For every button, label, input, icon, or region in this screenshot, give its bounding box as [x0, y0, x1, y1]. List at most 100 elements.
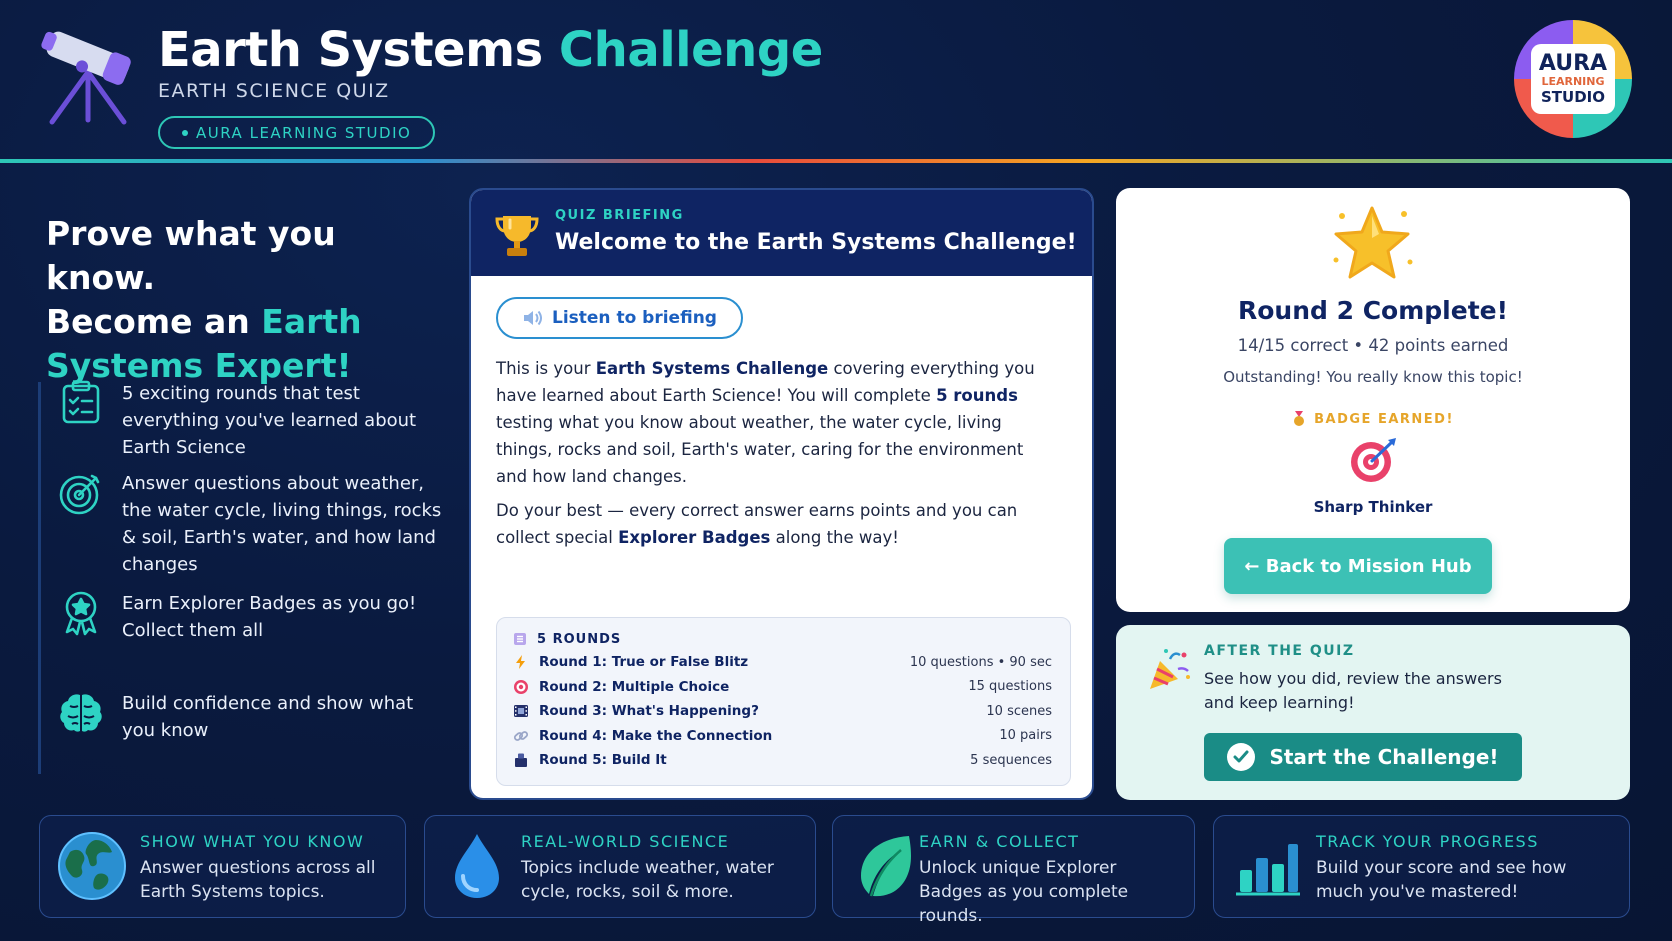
round-name: Round 3: What's Happening?	[539, 703, 759, 720]
listen-label: Listen to briefing	[552, 308, 717, 328]
text-run-bold: Explorer Badges	[618, 528, 771, 547]
round-row: Round 1: True or False Blitz 10 question…	[513, 650, 1052, 675]
result-message: Outstanding! You really know this topic!	[1223, 368, 1523, 386]
medal-icon	[1294, 411, 1305, 426]
feature-item: 5 exciting rounds that test everything y…	[58, 380, 448, 461]
tile-kicker: REAL-WORLD SCIENCE	[521, 832, 730, 851]
start-challenge-button[interactable]: Start the Challenge!	[1204, 733, 1522, 781]
speaker-icon	[524, 310, 542, 326]
header: Earth Systems Challenge EARTH SCIENCE QU…	[0, 0, 1672, 162]
title-primary: Earth Systems	[158, 22, 543, 78]
briefing-title: Welcome to the Earth Systems Challenge!	[555, 230, 1077, 255]
brain-icon	[60, 694, 102, 732]
round-result-card: Round 2 Complete! 14/15 correct • 42 poi…	[1116, 188, 1630, 612]
tile-text: Build your score and see how much you've…	[1316, 858, 1567, 902]
party-popper-icon	[1150, 649, 1190, 689]
tile-text: Unlock unique Explorer Badges as you com…	[919, 858, 1129, 926]
after-quiz-kicker: AFTER THE QUIZ	[1204, 643, 1355, 659]
after-quiz-card: AFTER THE QUIZ See how you did, review t…	[1116, 625, 1630, 800]
text-run: along the way!	[770, 528, 899, 547]
back-to-mission-hub-button[interactable]: ← Back to Mission Hub	[1224, 538, 1492, 594]
title-accent: Challenge	[558, 22, 823, 78]
feature-text: Answer questions about weather, the wate…	[122, 473, 442, 575]
lightning-icon	[516, 655, 525, 670]
listen-to-briefing-button[interactable]: Listen to briefing	[496, 297, 743, 339]
telescope-icon	[41, 31, 131, 125]
round-detail: 10 pairs	[999, 728, 1052, 744]
clipboard-checklist-icon	[62, 380, 100, 424]
link-icon	[513, 730, 529, 741]
star-icon	[1333, 206, 1413, 279]
feature-item: Answer questions about weather, the wate…	[58, 470, 448, 578]
round-row: Round 3: What's Happening? 10 scenes	[513, 699, 1052, 724]
globe-icon	[58, 832, 126, 900]
feature-text: 5 exciting rounds that test everything y…	[122, 383, 417, 458]
page-title: Earth Systems Challenge	[158, 22, 823, 78]
start-challenge-label: Start the Challenge!	[1269, 745, 1499, 769]
rounds-list: 5 ROUNDS Round 1: True or False Blitz 10…	[496, 617, 1071, 786]
logo-line-2: LEARNING	[1541, 75, 1605, 88]
round-detail: 10 scenes	[986, 703, 1052, 719]
water-drop-icon	[455, 834, 499, 898]
trophy-icon	[495, 216, 539, 256]
badge-name: Sharp Thinker	[1313, 498, 1433, 516]
brand-logo: AURA LEARNING STUDIO	[1514, 20, 1632, 138]
film-icon	[514, 705, 528, 718]
hero-line-2-accent: Earth	[261, 302, 362, 341]
text-run: This is your	[496, 359, 596, 378]
badge-earned-label: BADGE EARNED!	[1116, 411, 1630, 427]
hero-line-3: Systems Expert!	[46, 346, 352, 385]
quiz-briefing-card: QUIZ BRIEFING Welcome to the Earth Syste…	[469, 188, 1094, 800]
text-run-bold: 5 rounds	[936, 386, 1018, 405]
studio-pill-label: AURA LEARNING STUDIO	[196, 123, 412, 142]
hero-line-2: Become an Earth	[46, 300, 446, 344]
building-blocks-icon	[515, 753, 527, 768]
feature-divider	[38, 382, 41, 774]
rounds-header-label: 5 ROUNDS	[537, 631, 622, 647]
list-icon	[514, 633, 526, 645]
round-name: Round 1: True or False Blitz	[539, 654, 749, 671]
round-detail: 5 sequences	[970, 752, 1052, 768]
briefing-paragraph-1: This is your Earth Systems Challenge cov…	[496, 355, 1056, 490]
feature-item: Earn Explorer Badges as you go! Collect …	[58, 590, 448, 644]
briefing-paragraph-2: Do your best — every correct answer earn…	[496, 497, 1056, 551]
target-icon	[59, 474, 100, 515]
target-badge-icon	[1351, 438, 1396, 482]
hero-line-1: Prove what you know.	[46, 214, 336, 297]
award-ribbon-icon	[65, 591, 97, 636]
target-icon	[514, 679, 528, 694]
bar-chart-icon	[1236, 844, 1300, 896]
after-quiz-text: See how you did, review the answers and …	[1204, 669, 1502, 712]
tile-text: Topics include weather, water cycle, roc…	[521, 858, 774, 902]
hero-heading: Prove what you know. Become an Earth Sys…	[46, 212, 446, 388]
brand-logo-plate: AURA LEARNING STUDIO	[1531, 44, 1615, 114]
result-title: Round 2 Complete!	[1237, 296, 1509, 325]
page-subtitle: EARTH SCIENCE QUIZ	[158, 80, 390, 102]
feature-item: Build confidence and show what you know	[58, 690, 448, 744]
round-detail: 10 questions • 90 sec	[909, 654, 1052, 670]
text-run: Do your best — every correct answer earn…	[496, 501, 1018, 547]
rounds-header: 5 ROUNDS	[513, 628, 1052, 650]
tile-show-what-you-know: SHOW WHAT YOU KNOW Answer questions acro…	[39, 815, 406, 918]
feature-text: Earn Explorer Badges as you go! Collect …	[122, 593, 417, 641]
round-name: Round 4: Make the Connection	[539, 727, 773, 744]
logo-line-3: STUDIO	[1541, 88, 1605, 106]
leaf-icon	[861, 836, 911, 897]
round-name: Round 2: Multiple Choice	[539, 678, 730, 695]
briefing-kicker: QUIZ BRIEFING	[555, 208, 684, 223]
tile-kicker: EARN & COLLECT	[919, 832, 1080, 851]
badge-earned-text: BADGE EARNED!	[1314, 411, 1454, 427]
result-score: 14/15 correct • 42 points earned	[1237, 336, 1509, 355]
text-run: covering everything you have learned abo…	[496, 359, 1035, 405]
round-row: Round 4: Make the Connection 10 pairs	[513, 724, 1052, 749]
round-name: Round 5: Build It	[539, 752, 667, 769]
hero-line-2-plain: Become an	[46, 302, 250, 341]
text-run: testing what you know about weather, the…	[496, 413, 1024, 486]
round-detail: 15 questions	[968, 679, 1052, 695]
tile-earn-and-collect: EARN & COLLECT Unlock unique Explorer Ba…	[832, 815, 1195, 926]
logo-line-1: AURA	[1538, 51, 1608, 76]
check-icon	[1227, 743, 1256, 771]
tile-track-your-progress: TRACK YOUR PROGRESS Build your score and…	[1213, 815, 1630, 918]
briefing-header: QUIZ BRIEFING Welcome to the Earth Syste…	[471, 190, 1092, 276]
tile-kicker: TRACK YOUR PROGRESS	[1316, 832, 1539, 851]
